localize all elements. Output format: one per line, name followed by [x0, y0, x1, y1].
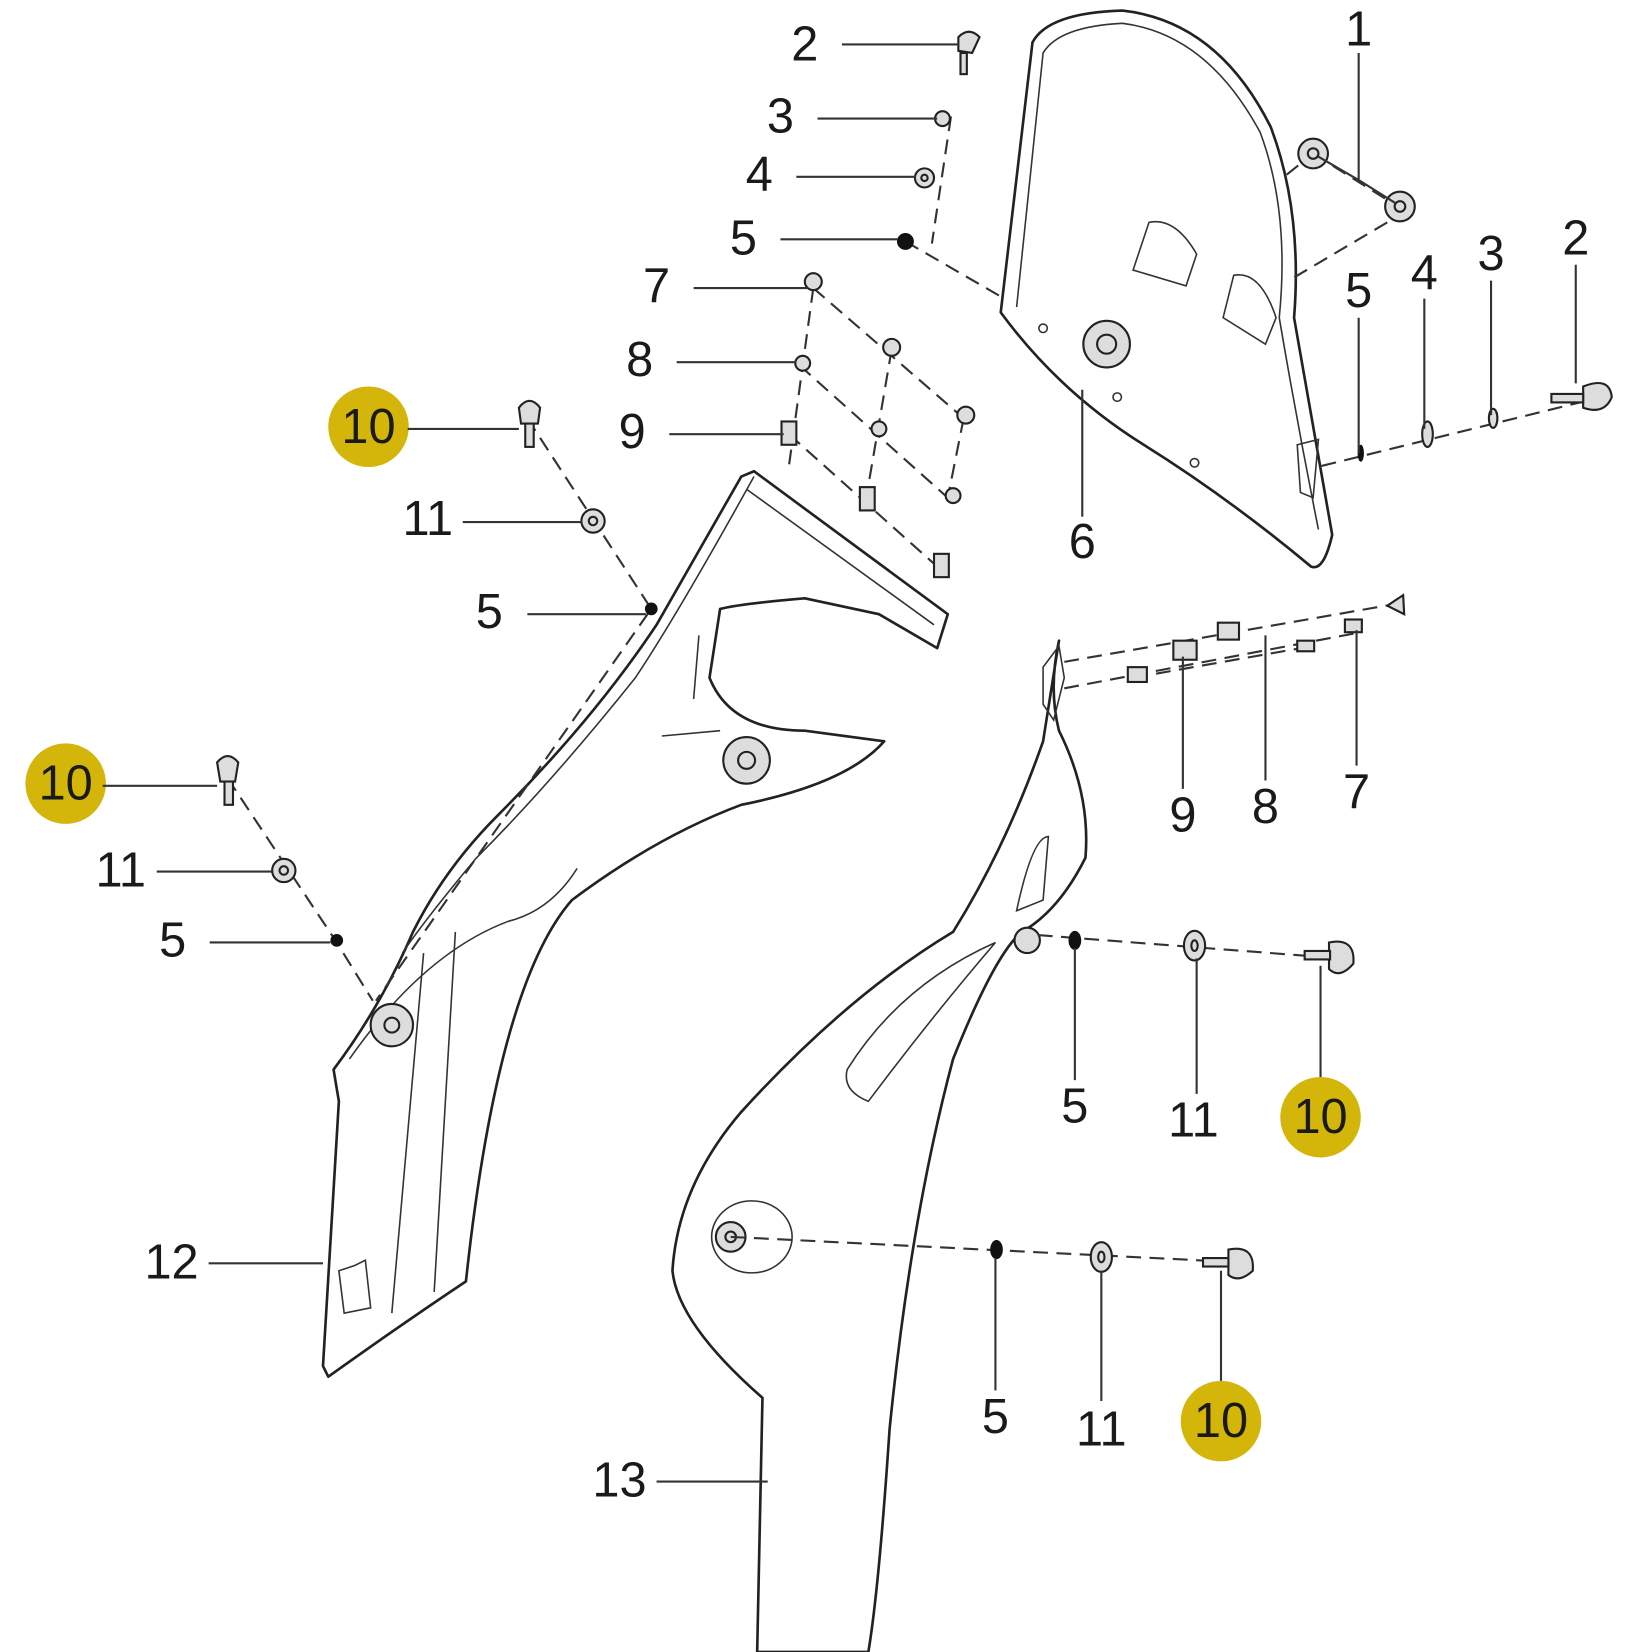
callout-8: 8 — [626, 333, 653, 387]
side-panel-part[interactable] — [671, 639, 1088, 1652]
callout-10-highlighted[interactable]: 10 — [1194, 1394, 1248, 1448]
highlight-marker — [1180, 1380, 1262, 1462]
highlight-marker — [328, 386, 409, 468]
callout-5: 5 — [730, 211, 757, 265]
callout-8: 8 — [1252, 780, 1279, 834]
callout-5: 5 — [1345, 264, 1372, 318]
callout-6: 6 — [1069, 515, 1096, 569]
callout-13: 13 — [592, 1453, 646, 1507]
callout-7: 7 — [643, 259, 670, 313]
callout-5: 5 — [1061, 1080, 1088, 1134]
callout-4: 4 — [1411, 246, 1438, 300]
callout-11: 11 — [1076, 1403, 1127, 1457]
callout-11: 11 — [403, 492, 454, 546]
highlight-marker — [1280, 1076, 1361, 1158]
callout-11: 11 — [1168, 1093, 1219, 1147]
callout-10-highlighted[interactable]: 10 — [1293, 1090, 1347, 1144]
callout-4: 4 — [746, 148, 773, 202]
callout-12: 12 — [144, 1235, 198, 1289]
callout-5: 5 — [476, 585, 503, 639]
highlight-marker — [25, 743, 106, 824]
left-fairing-part[interactable] — [321, 469, 950, 1378]
leader-lines — [102, 43, 1577, 1483]
callout-5: 5 — [159, 913, 186, 967]
callout-9: 9 — [619, 405, 646, 459]
highlight-markers — [25, 386, 1361, 1462]
callout-10-highlighted[interactable]: 10 — [39, 757, 93, 811]
callout-5: 5 — [982, 1390, 1009, 1444]
callout-11: 11 — [95, 843, 146, 897]
callout-3: 3 — [767, 89, 794, 143]
callout-3: 3 — [1477, 227, 1504, 281]
callout-7: 7 — [1343, 765, 1370, 819]
callout-labels: 1 2 3 4 5 7 8 9 10 11 5 10 11 5 6 12 13 … — [39, 3, 1590, 1508]
windshield-part[interactable] — [999, 9, 1334, 569]
hardware-parts — [215, 30, 1613, 1280]
callout-2: 2 — [791, 17, 818, 71]
callout-10-highlighted[interactable]: 10 — [341, 400, 395, 454]
callout-1: 1 — [1345, 3, 1372, 57]
callout-2: 2 — [1562, 211, 1589, 265]
callout-9: 9 — [1169, 788, 1196, 842]
